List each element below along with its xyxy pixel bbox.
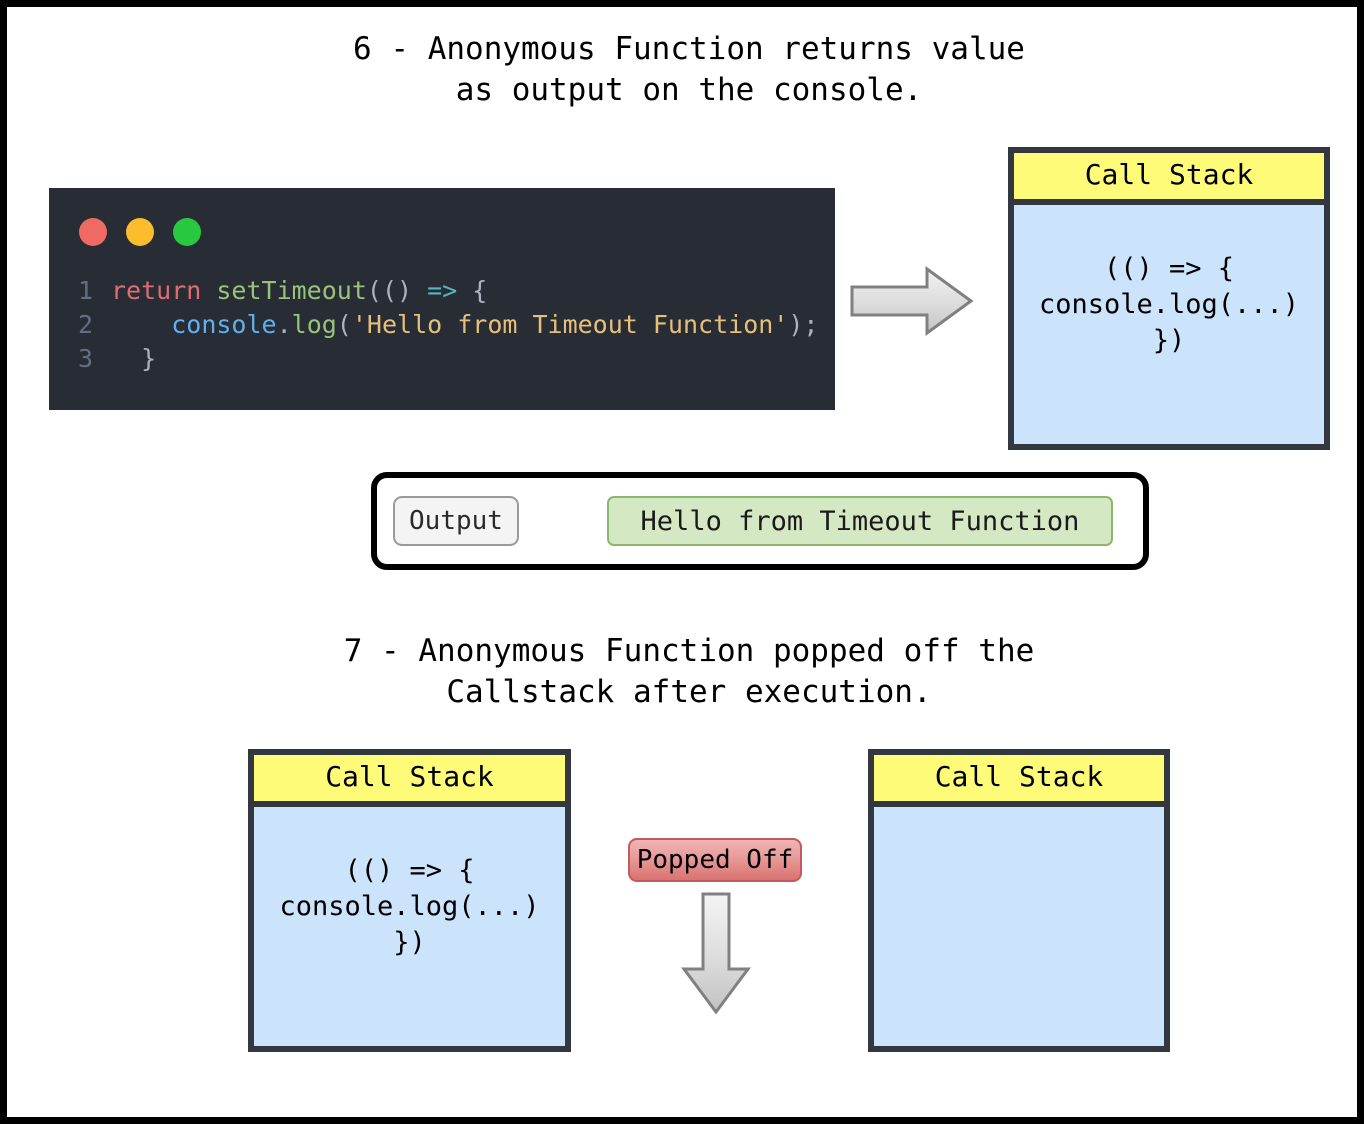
code-line: 1 return setTimeout(() => { (49, 274, 835, 308)
arrow-down-icon (681, 892, 751, 1015)
code-text: console.log('Hello from Timeout Function… (111, 308, 818, 342)
call-stack-after-pop-header: Call Stack (874, 755, 1164, 807)
code-token (111, 310, 171, 339)
section-6-title: 6 - Anonymous Function returns value as … (353, 31, 1025, 108)
code-token: return (111, 276, 217, 305)
code-text: } (111, 342, 156, 376)
popped-off-badge: Popped Off (628, 838, 802, 882)
code-token: 'Hello from Timeout Function' (351, 310, 789, 339)
call-stack-after-pop: Call Stack (868, 749, 1170, 1052)
code-token: => (412, 276, 473, 305)
output-value: Hello from Timeout Function (607, 496, 1113, 546)
call-stack-before-pop-header: Call Stack (254, 755, 565, 807)
code-token: } (111, 344, 157, 373)
code-token: () (381, 276, 413, 305)
call-stack-top-header: Call Stack (1014, 153, 1324, 205)
code-token: . (276, 310, 292, 339)
code-token: console (171, 310, 277, 339)
line-number: 2 (77, 310, 93, 339)
code-token: ); (788, 310, 819, 339)
line-number: 3 (77, 344, 93, 373)
call-stack-before-pop-frame: (() => { console.log(...) }) (254, 807, 565, 1046)
arrow-right-icon (850, 266, 974, 336)
code-line: 3 } (49, 342, 835, 376)
output-bar: Output Hello from Timeout Function (371, 472, 1149, 570)
code-token: ( (366, 276, 382, 305)
output-label: Output (393, 496, 519, 546)
call-stack-before-pop: Call Stack (() => { console.log(...) }) (248, 749, 571, 1052)
call-stack-top: Call Stack (() => { console.log(...) }) (1008, 147, 1330, 450)
line-number: 1 (77, 276, 93, 305)
close-dot-icon[interactable] (79, 218, 107, 246)
window-traffic-lights (79, 218, 201, 246)
maximize-dot-icon[interactable] (173, 218, 201, 246)
minimize-dot-icon[interactable] (126, 218, 154, 246)
call-stack-after-pop-frame (874, 807, 1164, 1046)
code-text: return setTimeout(() => { (111, 274, 487, 308)
section-7-title: 7 - Anonymous Function popped off the Ca… (343, 633, 1035, 710)
call-stack-top-frame: (() => { console.log(...) }) (1014, 205, 1324, 444)
code-token: log (291, 310, 337, 339)
code-token: setTimeout (216, 276, 367, 305)
code-token: ( (336, 310, 352, 339)
code-token: { (472, 276, 488, 305)
code-line: 2 console.log('Hello from Timeout Functi… (49, 308, 835, 342)
